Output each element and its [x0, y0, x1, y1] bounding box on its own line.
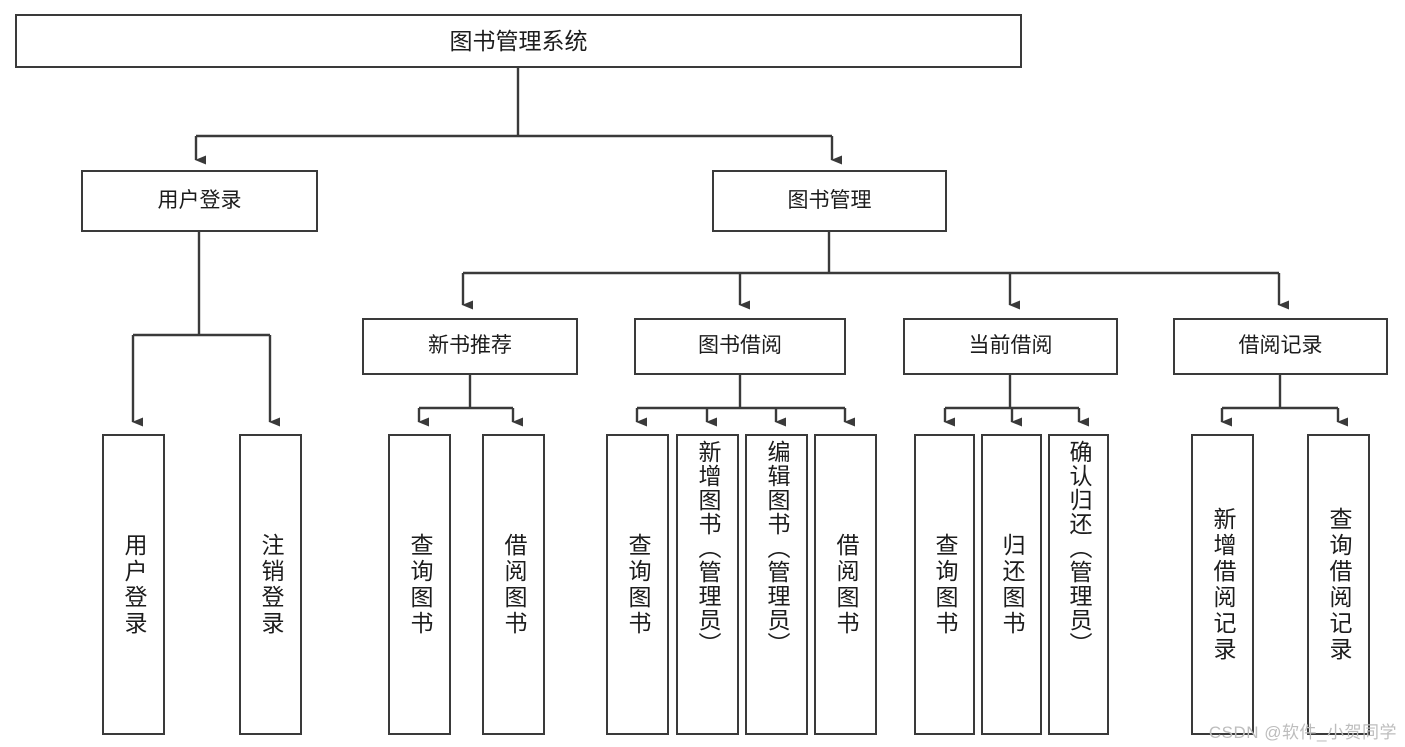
leaf-user-login-login[interactable]: 用户登录	[102, 434, 165, 735]
node-label: 确认归还（管理员）	[1066, 440, 1092, 656]
node-label: 用户登录	[121, 532, 147, 637]
node-label: 编辑图书（管理员）	[764, 440, 790, 656]
leaf-book-borrow-query[interactable]: 查询图书	[606, 434, 669, 735]
node-new-book-recommend[interactable]: 新书推荐	[362, 318, 578, 375]
node-label: 查询图书	[407, 532, 433, 637]
node-label: 新增图书（管理员）	[695, 440, 721, 656]
node-borrow-record[interactable]: 借阅记录	[1173, 318, 1388, 375]
csdn-watermark: CSDN @软件_小贺同学	[1208, 723, 1397, 742]
node-label: 查询借阅记录	[1326, 506, 1352, 663]
node-label: 归还图书	[999, 532, 1025, 637]
node-label: 新增借阅记录	[1210, 506, 1236, 663]
leaf-user-login-logout[interactable]: 注销登录	[239, 434, 302, 735]
leaf-borrow-record-add[interactable]: 新增借阅记录	[1191, 434, 1254, 735]
node-label: 图书管理	[787, 188, 872, 212]
node-label: 借阅记录	[1238, 334, 1323, 358]
leaf-borrow-record-query[interactable]: 查询借阅记录	[1307, 434, 1370, 735]
node-label: 查询图书	[932, 532, 958, 637]
leaf-new-book-query[interactable]: 查询图书	[388, 434, 451, 735]
node-label: 注销登录	[258, 532, 284, 637]
node-label: 图书借阅	[698, 334, 782, 358]
node-label: 借阅图书	[833, 532, 859, 637]
leaf-current-borrow-query[interactable]: 查询图书	[914, 434, 975, 735]
node-root-system[interactable]: 图书管理系统	[15, 14, 1022, 68]
node-book-borrow[interactable]: 图书借阅	[634, 318, 846, 375]
node-book-management[interactable]: 图书管理	[712, 170, 947, 232]
leaf-new-book-borrow[interactable]: 借阅图书	[482, 434, 545, 735]
node-label: 图书管理系统	[449, 27, 588, 54]
node-label: 借阅图书	[501, 532, 527, 637]
node-label: 用户登录	[157, 188, 242, 212]
leaf-book-borrow-borrow[interactable]: 借阅图书	[814, 434, 877, 735]
node-label: 新书推荐	[428, 334, 512, 358]
node-label: 当前借阅	[968, 334, 1053, 358]
leaf-current-borrow-return[interactable]: 归还图书	[981, 434, 1042, 735]
node-label: 查询图书	[625, 532, 651, 637]
leaf-current-borrow-confirm-admin[interactable]: 确认归还（管理员）	[1048, 434, 1109, 735]
node-current-borrow[interactable]: 当前借阅	[903, 318, 1118, 375]
leaf-book-borrow-edit-admin[interactable]: 编辑图书（管理员）	[745, 434, 808, 735]
leaf-book-borrow-add-admin[interactable]: 新增图书（管理员）	[676, 434, 739, 735]
node-user-login[interactable]: 用户登录	[81, 170, 318, 232]
